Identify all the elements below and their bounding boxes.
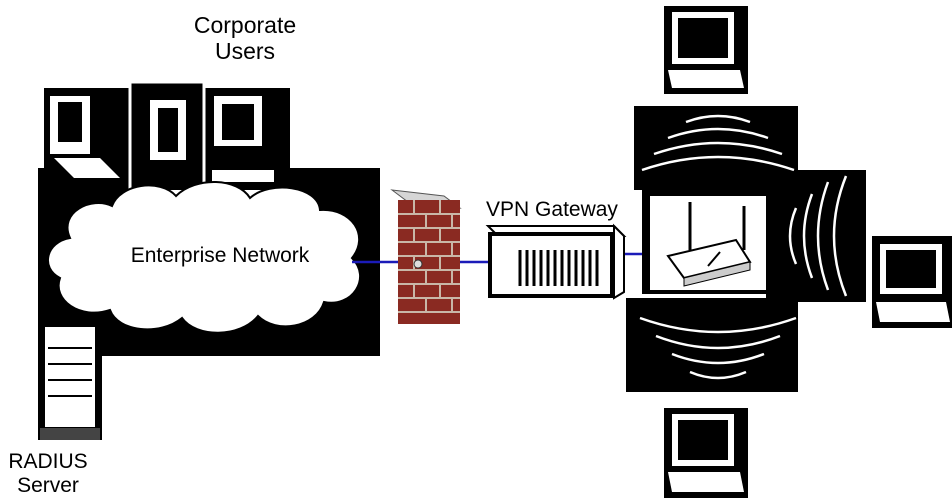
laptop-icon xyxy=(664,6,748,94)
laptop-icon xyxy=(872,236,952,328)
access-point-icon xyxy=(666,202,752,287)
enterprise-network-label: Enterprise Network xyxy=(130,244,310,267)
firewall-icon xyxy=(390,189,462,324)
vpn-gateway-icon xyxy=(485,223,627,300)
corporate-users-label: Corporate Users xyxy=(193,12,297,65)
cloud-icon xyxy=(47,181,362,334)
radius-server-icon xyxy=(40,325,100,440)
wireless-waves-icon xyxy=(766,170,866,302)
user-workstation-icon xyxy=(50,96,120,178)
wireless-waves-icon xyxy=(626,298,798,392)
radius-server-label: RADIUS Server xyxy=(8,450,88,498)
laptop-icon xyxy=(664,408,748,498)
vpn-gateway-label: VPN Gateway xyxy=(486,198,618,221)
